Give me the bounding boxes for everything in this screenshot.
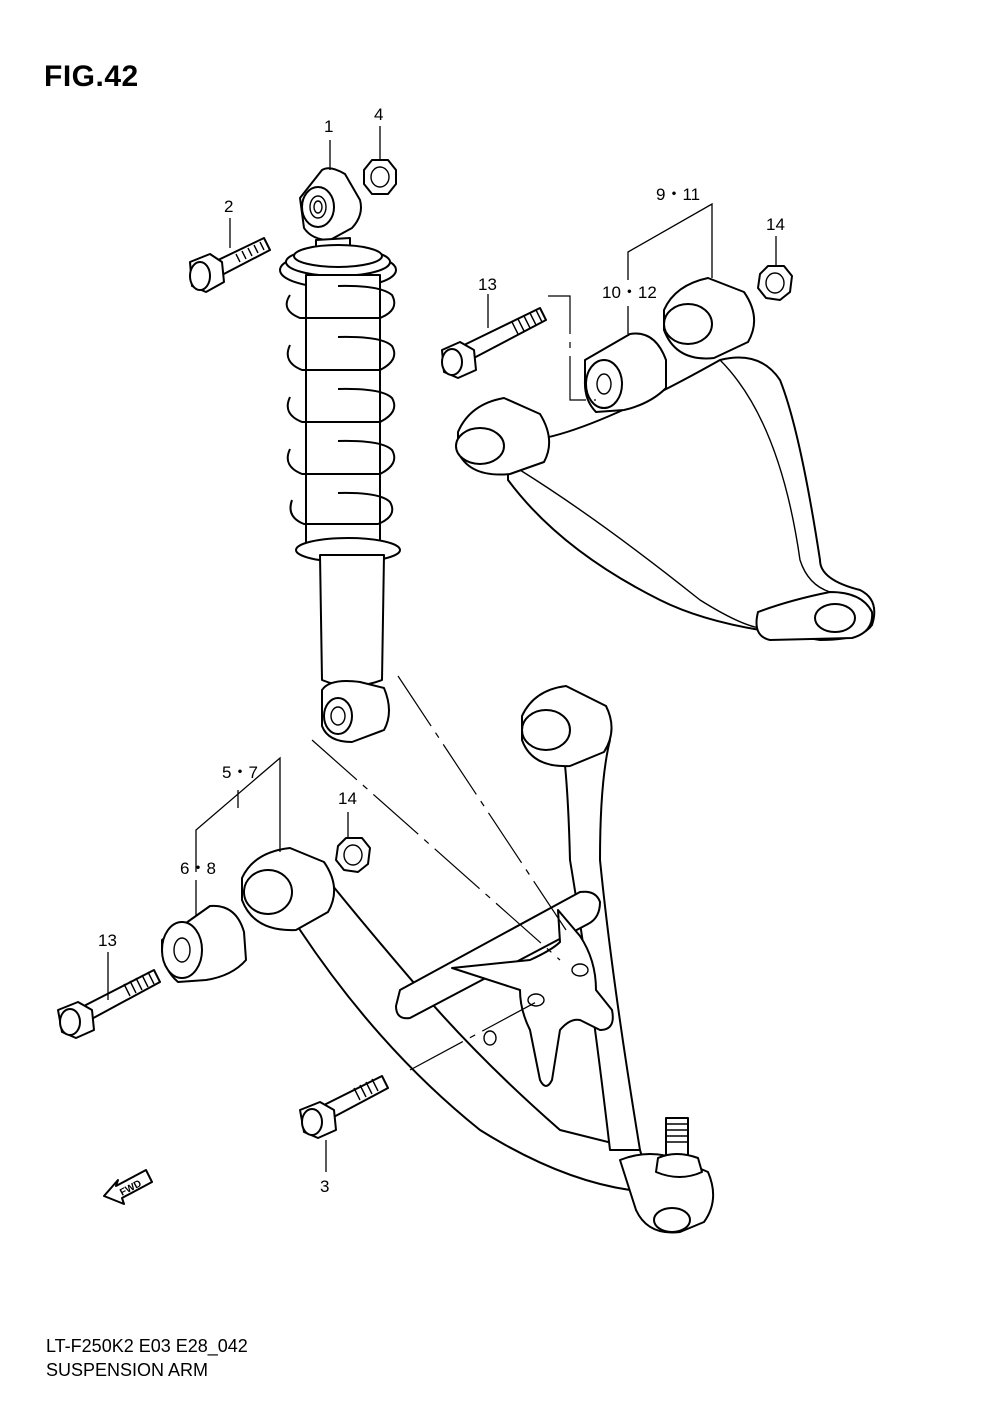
- coil-spring: [285, 284, 396, 525]
- callout-6-8: 6・8: [180, 859, 216, 878]
- callout-13-upper: 13: [478, 275, 497, 294]
- callout-14-lower: 14: [338, 789, 357, 808]
- callout-2: 2: [224, 197, 233, 216]
- nut-4: [363, 159, 397, 195]
- bolt-2: [189, 237, 271, 293]
- figure-title: FIG.42: [44, 60, 139, 93]
- nut-14-lower: [335, 837, 371, 873]
- bolt-13-upper: [441, 307, 547, 379]
- callout-13-lower: 13: [98, 931, 117, 950]
- callout-1: 1: [324, 117, 333, 136]
- lower-arm: [241, 685, 715, 1234]
- callout-10-12: 10・12: [602, 283, 657, 302]
- model-code: LT-F250K2 E03 E28_042: [46, 1336, 248, 1356]
- bushing-10-12: [583, 332, 667, 413]
- bolt-13-lower: [57, 969, 161, 1039]
- figure-caption: SUSPENSION ARM: [46, 1360, 209, 1380]
- nut-14-upper: [757, 265, 793, 301]
- bushing-6-8: [161, 904, 247, 983]
- shock-top-eye: [299, 167, 362, 241]
- callout-14-upper: 14: [766, 215, 785, 234]
- shock-bottom-eye: [321, 680, 390, 743]
- bolt-3: [299, 1075, 389, 1139]
- callout-5-7: 5・7: [222, 763, 258, 782]
- callout-4: 4: [374, 105, 383, 124]
- leader-lines: [107, 126, 777, 1172]
- callout-3: 3: [320, 1177, 329, 1196]
- shock-absorber: [279, 167, 401, 743]
- fwd-label: FWD: [118, 1178, 143, 1198]
- fwd-arrow-icon: FWD: [103, 1169, 153, 1205]
- callout-9-11: 9・11: [656, 185, 700, 204]
- upper-arm: [455, 277, 876, 641]
